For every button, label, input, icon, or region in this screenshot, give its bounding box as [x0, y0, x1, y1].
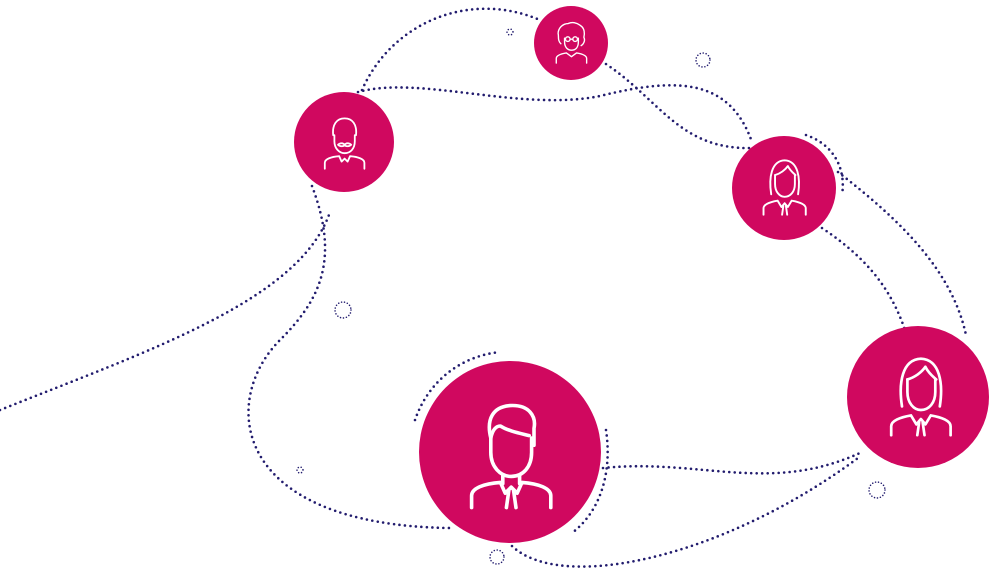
- small-ring: [695, 52, 711, 68]
- connector-lines: [0, 7, 968, 568]
- avatar-circle: [847, 326, 989, 468]
- avatar-top-right[interactable]: [732, 136, 836, 240]
- orbit-arc-topright: [804, 133, 845, 197]
- small-ring: [506, 28, 514, 36]
- avatar-circle: [534, 6, 608, 80]
- connector-topright-right: [820, 226, 907, 332]
- avatar-circle: [419, 361, 601, 543]
- connector-outer-right: [836, 170, 968, 337]
- small-ring: [334, 301, 352, 319]
- avatar-left[interactable]: [294, 92, 394, 192]
- connector-center-right: [601, 450, 864, 475]
- avatar-center[interactable]: [419, 361, 601, 543]
- small-ring: [868, 481, 886, 499]
- connector-top-wave: [356, 83, 754, 144]
- connector-left-tail: [0, 210, 332, 412]
- avatar-top[interactable]: [534, 6, 608, 80]
- small-ring: [489, 549, 505, 565]
- connector-bottom: [510, 456, 860, 568]
- avatar-circle: [732, 136, 836, 240]
- avatar-right[interactable]: [847, 326, 989, 468]
- connector-top-arc: [360, 7, 542, 92]
- connector-top-topright: [604, 62, 754, 150]
- small-ring: [296, 466, 304, 474]
- connector-left-loop: [247, 184, 452, 530]
- avatar-circle: [294, 92, 394, 192]
